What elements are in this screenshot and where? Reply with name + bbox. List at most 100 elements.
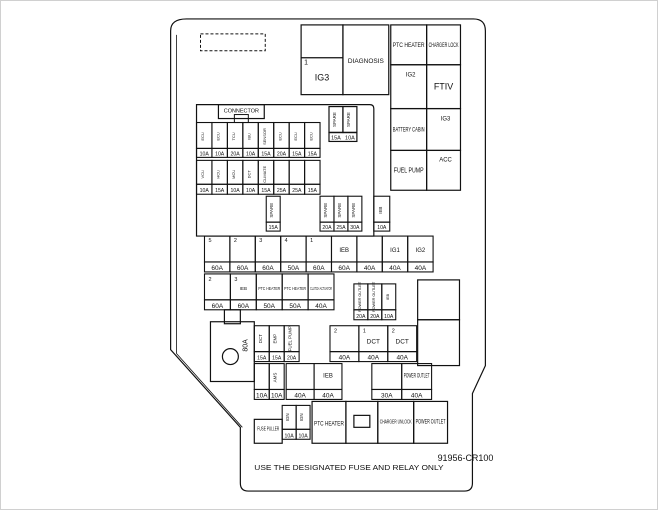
- outlet-fuse-rating: [381, 309, 397, 321]
- big-fuse-midrow-value: 40A: [415, 265, 427, 272]
- connector-label: CONNECTOR: [224, 109, 259, 115]
- dct-big-fuse-number: 1: [363, 329, 366, 335]
- mini-fuse-row1-label: ECU: [216, 132, 221, 141]
- mini-fuse-row2-label: DCT: [247, 170, 252, 179]
- ign-fuse-rating: [295, 428, 311, 440]
- power-outlet-relay: [413, 400, 449, 444]
- dct-big-fuse-label: DCT: [396, 339, 409, 346]
- ams-fuse-label: AMS: [273, 373, 278, 383]
- big-fuse-midrow-number: 2: [234, 238, 237, 244]
- dct-fuse-value: 20A: [287, 356, 297, 362]
- ptc-heater-relay-label: PTC HEATER: [314, 420, 344, 427]
- ams-fuse-rating: [313, 388, 343, 400]
- mini-fuse-row2: [273, 159, 290, 185]
- ams-fuse-value: 40A: [294, 392, 306, 399]
- outlet-fuse-value: 20A: [370, 314, 380, 320]
- outlet-fuse-value: 20A: [356, 314, 366, 320]
- big-fuse-lowrow-value: 60A: [212, 303, 224, 310]
- label-placeholder: [200, 33, 266, 52]
- fan-relay-box: [417, 279, 461, 321]
- mini-fuse-row2-rating: [304, 183, 321, 195]
- spare-fuse-mid-value: 20A: [322, 225, 332, 231]
- ams-fuse-value: 40A: [322, 392, 334, 399]
- ams-fuse-rating: [268, 388, 285, 400]
- mini-fuse-row1-rating: [304, 147, 321, 158]
- charger-lock-label: CHARGER LOCK: [429, 43, 459, 49]
- big-fuse-lowrow-number: 3: [234, 277, 237, 283]
- mini-fuse-row2-value: 15A: [215, 188, 225, 194]
- mini-fuse-row2-label: HCU: [216, 170, 221, 179]
- mini-fuse-row1-value: 15A: [261, 151, 271, 157]
- big-fuse-midrow-value: 60A: [313, 265, 325, 272]
- acc-label: ACC: [439, 157, 452, 163]
- relay-ig3-number: 1: [304, 60, 308, 67]
- mini-fuse-row2-label: CLIMATE: [262, 166, 267, 183]
- ign-fuse-label: IGN: [299, 413, 304, 421]
- acc-relay: [426, 149, 462, 191]
- mini-fuse-row1-label: ECU: [277, 132, 282, 141]
- ams-fuse-value: 10A: [271, 392, 283, 399]
- mini-fuse-row1-value: 15A: [308, 151, 318, 157]
- mini-fuse-row2-value: 25A: [277, 188, 287, 194]
- spare-fuse-mid-label: SPARE: [323, 203, 328, 218]
- mini-fuse-row1-label: ECU: [308, 132, 313, 141]
- ptc-heater-label: PTC HEATER: [393, 42, 425, 49]
- ams-fuse: [253, 363, 270, 391]
- mini-fuse-row1-label: TCU: [231, 132, 236, 140]
- power-outlet-relay-label: POWER OUTLET: [416, 419, 446, 425]
- big-fuse-midrow-value: 50A: [288, 265, 300, 272]
- ign-fuse-label: IGN: [285, 413, 290, 421]
- mini-fuse-row2-label: VCU: [200, 170, 205, 179]
- outlet-fuse-label: POWER OUTLET: [372, 281, 376, 312]
- main-fuse-80a: [209, 321, 255, 383]
- dct-big-fuse-rating: [387, 351, 418, 363]
- fuse-puller: [253, 418, 283, 444]
- dct-fuse-value: 15A: [257, 356, 267, 362]
- spare-fuse-mid-label: SPARE: [337, 203, 342, 218]
- mini-fuse-row2-value: 15A: [261, 188, 271, 194]
- fuse-grid-text: ECU 10A ECU 10A TCU 20A IBU 10A SENSOR 15A ECU 20A E…: [200, 128, 430, 439]
- mini-fuse-row1-value: 15A: [292, 151, 302, 157]
- mini-fuse-row1-value: 10A: [200, 151, 210, 157]
- big-fuse-lowrow-rating: [307, 299, 335, 311]
- big-fuse-lowrow-number: 2: [208, 277, 211, 283]
- big-fuse-lowrow-label: IEB: [240, 286, 247, 291]
- fuel-pump-label: FUEL PUMP: [394, 167, 424, 174]
- defrost-relay: [345, 400, 379, 444]
- spare-fuse-lone-label: SPARE: [269, 203, 274, 218]
- ams-fuse-label: POWER OUTLET: [404, 374, 430, 380]
- dct-big-fuse-value: 40A: [396, 355, 408, 362]
- big-fuse-midrow: [356, 235, 383, 263]
- mini-fuse-row1-label: ECU: [200, 132, 205, 141]
- mini-fuse-row2-value: 10A: [231, 188, 241, 194]
- footer-note: USE THE DESIGNATED FUSE AND RELAY ONLY: [254, 463, 443, 472]
- big-fuse-lowrow-value: 40A: [315, 303, 327, 310]
- big-fuse-midrow-value: 60A: [338, 265, 350, 272]
- ams-fuse-value: 40A: [411, 392, 423, 399]
- dct-fuse-label: DCT: [258, 334, 263, 343]
- fuse-box-outline: [170, 18, 486, 492]
- mini-fuse-row1-label: IBU: [247, 133, 252, 140]
- mini-fuse-row2-value: 15A: [308, 188, 318, 194]
- big-fuse-midrow-number: 4: [285, 238, 288, 244]
- big-fuse-lowrow-label: PTC HEATER: [284, 286, 307, 291]
- big-fuse-midrow-label: IG1: [390, 248, 400, 254]
- ig3-relay-2: [426, 107, 462, 152]
- big-fuse-midrow-value: 40A: [389, 265, 401, 272]
- mini-fuse-row2: [288, 159, 306, 185]
- mini-fuse-row1-value: 20A: [277, 151, 287, 157]
- mini-fuse-row1-value: 20A: [231, 151, 241, 157]
- spare-rating-1: 15A: [331, 135, 341, 141]
- mini-fuse-row2-value: 10A: [200, 188, 210, 194]
- ams-fuse-value: 30A: [381, 392, 393, 399]
- ams-fuse: [285, 363, 315, 391]
- big-fuse-midrow-label: IG2: [416, 248, 426, 254]
- big-fuse-midrow-number: 1: [310, 238, 313, 244]
- charger-unlock-label: CHARGER UNLOCK: [380, 419, 412, 425]
- mini-fuse-row1-label: SENSOR: [262, 128, 267, 145]
- big-fuse-midrow-value: 60A: [237, 265, 249, 272]
- ign-fuse-value: 10A: [299, 433, 309, 439]
- mini-fuse-row2-label: MCU: [231, 170, 236, 179]
- relay-ig3-label: IG3: [315, 73, 329, 83]
